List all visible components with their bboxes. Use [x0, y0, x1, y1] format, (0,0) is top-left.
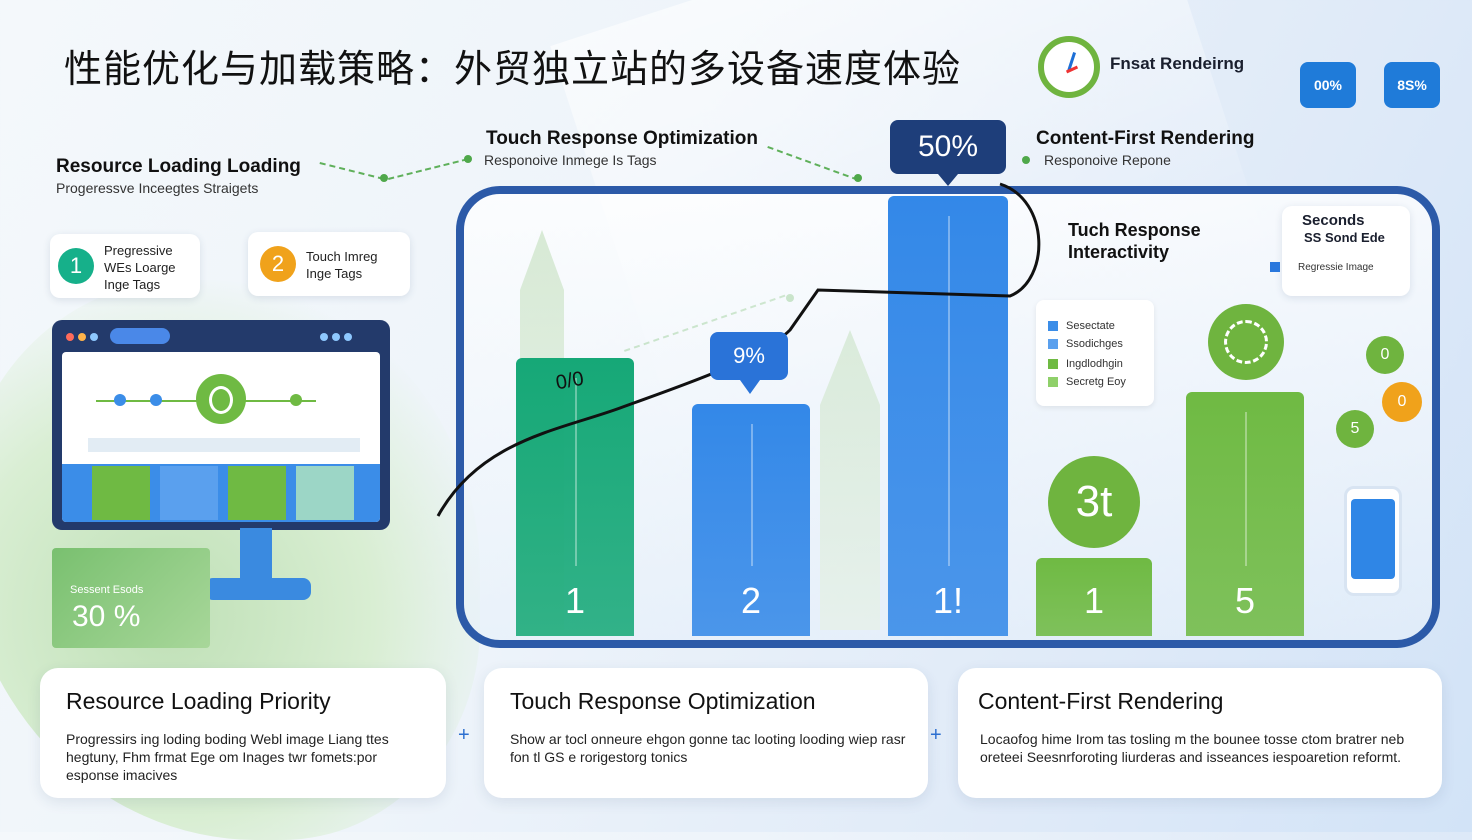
loading-ring-icon: [1208, 304, 1284, 380]
circle-stat: 3t: [1048, 456, 1140, 548]
monitor-base: [205, 578, 311, 600]
resource-heading: Resource Loading Loading: [56, 156, 301, 177]
seconds-item: Regressie Image: [1298, 262, 1374, 273]
step-text: Touch Imreg Inge Tags: [306, 249, 378, 281]
right-touch-line1: Tuch Response: [1068, 220, 1201, 240]
chart-bar: 1: [516, 358, 634, 636]
stopwatch-icon: [1038, 36, 1100, 98]
browser-window: [52, 320, 390, 530]
callout-50: 50%: [890, 120, 1006, 174]
card-body: Progressirs ing loding boding Webl image…: [66, 731, 389, 783]
connector-dot: [464, 155, 472, 163]
legend-label: Sesectate: [1066, 320, 1115, 332]
step-text: Pregressive WEs Loarge Inge Tags: [104, 243, 176, 292]
phone-icon: [1344, 486, 1402, 596]
connector-dot: [380, 174, 388, 182]
card-title: Touch Response Optimization: [510, 688, 816, 714]
step-number: 2: [260, 246, 296, 282]
chart-bar: 5: [1186, 392, 1304, 636]
plus-icon: +: [930, 724, 942, 746]
legend-swatch: [1270, 262, 1280, 272]
step-chip-2: 2 Touch Imreg Inge Tags: [248, 232, 410, 296]
card-touch: Touch Response Optimization Show ar tocl…: [484, 668, 928, 798]
seconds-card: Seconds SS Sond Ede Regressie Image: [1282, 206, 1410, 296]
bar-label: 5: [1234, 580, 1256, 621]
chart-bar: 1!: [888, 196, 1008, 636]
bar-label: 1: [1083, 580, 1105, 621]
seconds-heading: Seconds: [1302, 212, 1365, 229]
page-title: 性能优化与加载策略：外贸独立站的多设备速度体验: [64, 47, 962, 91]
legend-label: Secretg Eoy: [1066, 376, 1126, 388]
legend-label: Ssodichges: [1066, 338, 1123, 350]
chart-bar: 2: [692, 404, 810, 636]
chart-bar: 1: [1036, 558, 1152, 636]
legend-label: Ingdlodhgin: [1066, 358, 1123, 370]
browser-screen: [62, 352, 380, 522]
bar-label: 2: [740, 580, 762, 621]
step-chip-1: 1 Pregressive WEs Loarge Inge Tags: [50, 234, 200, 298]
address-bar: [110, 328, 170, 344]
plus-icon: +: [458, 724, 470, 746]
seconds-sub: SS Sond Ede: [1304, 230, 1385, 245]
bar-label: 1: [564, 580, 586, 621]
stat-value: 30 %: [72, 600, 141, 633]
right-touch-line2: Interactivity: [1068, 242, 1170, 262]
connector-dot: [1022, 156, 1030, 164]
card-body: Locaofog hime Irom tas tosling m the bou…: [980, 731, 1405, 765]
card-title: Resource Loading Priority: [66, 688, 331, 714]
bar-annotation: 0/0: [554, 367, 586, 395]
legend: Sesectate Ssodichges Ingdlodhgin Secretg…: [1036, 300, 1154, 406]
touch-sub: Responoive Inmege Is Tags: [484, 152, 657, 168]
stat-label: Sessent Esods: [70, 584, 144, 596]
mini-badge: 0: [1382, 382, 1422, 422]
stat-panel: [52, 548, 210, 648]
card-content: Content-First Rendering Locaofog hime Ir…: [958, 668, 1442, 798]
monitor-stand: [240, 528, 272, 584]
percent-badge-2: 8S%: [1384, 62, 1440, 108]
resource-sub: Progeressve Inceegtes Straigets: [56, 180, 259, 196]
loading-icon: [196, 374, 246, 424]
percent-badge-1: 00%: [1300, 62, 1356, 108]
step-number: 1: [58, 248, 94, 284]
card-body: Show ar tocl onneure ehgon gonne tac loo…: [510, 731, 906, 765]
content-sub: Responoive Repone: [1044, 152, 1171, 168]
connector-dot: [854, 174, 862, 182]
mini-badge: 5: [1336, 410, 1374, 448]
bar-label: 1!: [932, 580, 964, 621]
card-title: Content-First Rendering: [978, 688, 1224, 714]
callout-9: 9%: [710, 332, 788, 380]
touch-heading: Touch Response Optimization: [486, 128, 758, 149]
brand-name: Fnsat Rendeirng: [1110, 54, 1245, 73]
card-resource: Resource Loading Priority Progressirs in…: [40, 668, 446, 798]
content-heading: Content-First Rendering: [1036, 128, 1255, 149]
mini-badge: 0: [1366, 336, 1404, 374]
